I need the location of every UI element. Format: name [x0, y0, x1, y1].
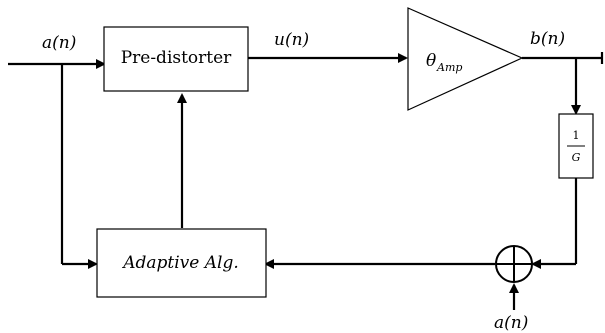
- gain-denominator: G: [572, 151, 581, 164]
- summing-junction: [495, 245, 533, 283]
- adaptive-alg-block: Adaptive Alg.: [96, 228, 267, 298]
- gain-numerator: 1: [573, 129, 580, 142]
- amplifier-subscript: Amp: [436, 61, 462, 74]
- signal-output-label: b(n): [530, 29, 565, 49]
- amplifier-symbol: θ: [426, 51, 436, 71]
- adaptive-alg-label: Adaptive Alg.: [121, 253, 239, 273]
- signal-reference-label: a(n): [494, 313, 528, 333]
- signal-input-label: a(n): [42, 33, 76, 53]
- predistorter-label: Pre-distorter: [121, 48, 232, 68]
- gain-block: 1 G: [558, 113, 594, 179]
- amplifier-block: θ Amp: [407, 7, 524, 111]
- predistorter-block: Pre-distorter: [103, 26, 249, 92]
- signal-predistorted-label: u(n): [274, 30, 309, 50]
